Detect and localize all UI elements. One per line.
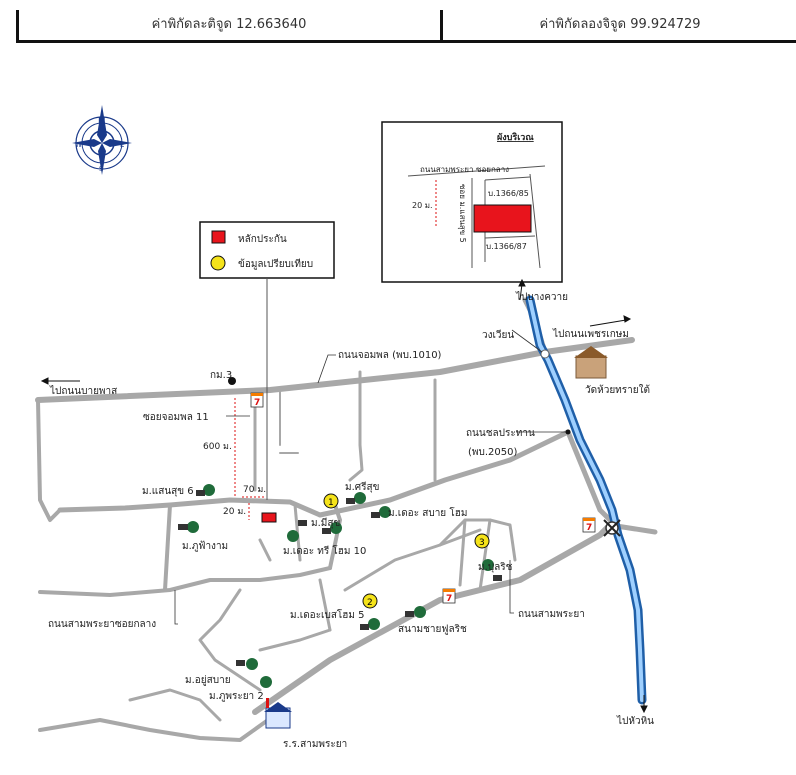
inset-site-plan: ผังบริเวณ ถนนสามพระยา ซอยกลาง บ.1366/85 … [381, 121, 563, 283]
header-divider [440, 10, 443, 40]
legend-comparison: ข้อมูลเปรียบเทียบ [238, 258, 313, 270]
label-temple: วัดห้วยทรายใต้ [585, 384, 650, 396]
seven-eleven-icon: 7 [250, 392, 264, 408]
label-to-bypass: ไปถนนบายพาส [49, 385, 117, 397]
label-khamphrasaya-lane: ถนนสามพระยาซอยกลาง [48, 619, 156, 630]
label-to-hua-hin: ไปหัวหิน [616, 715, 654, 727]
road-chomphon [35, 337, 635, 403]
label-school: ร.ร.สามพระยา [283, 739, 347, 750]
label-khamphrasaya-road: ถนนสามพระยา [518, 609, 585, 620]
temple-icon [574, 346, 608, 379]
collateral-marker [261, 512, 277, 523]
road-chonprathan [317, 429, 571, 518]
label-the-home10: ม.เดอะ ทรี โฮม 10 [283, 544, 366, 557]
label-dist-20: 20 ม. [223, 507, 246, 517]
direction-arrows [40, 278, 648, 714]
label-srisuk: ม.ศรีสุข [345, 481, 379, 493]
roundabout-icon [540, 349, 621, 537]
school-icon [264, 698, 292, 729]
label-chomphon-road: ถนนจอมพล (พบ.1010) [338, 350, 442, 361]
latitude-text: ค่าพิกัดละติจูด 12.663640 [151, 17, 307, 32]
label-suan: สนามชายฟูลริช [398, 624, 467, 635]
tree-icon [196, 484, 215, 496]
seven-eleven-icon-2: 7 [442, 588, 456, 604]
tree-icon [482, 559, 502, 581]
label-chonprathan: ถนนชลประทาน [466, 428, 535, 439]
inset-title: ผังบริเวณ [497, 132, 534, 143]
label-fullrich: ม.ปุลริช [478, 562, 513, 573]
tree-icon [322, 522, 342, 534]
comparison-marker-3: 3 [474, 533, 490, 549]
label-to-phetkasem: ไปถนนเพชรเกษม [552, 328, 629, 340]
label-roundabout: วงเวียน [482, 329, 514, 341]
label-phuphrasaya2: ม.ภูพระยา 2 [209, 691, 264, 702]
road-network [35, 297, 658, 742]
svg-text:2: 2 [367, 598, 373, 608]
label-phufah: ม.ภูฟ้างาม [182, 540, 228, 552]
map-labels: ไปบางควาย วงเวียน ไปถนนเพชรเกษม วัดห้วยท… [48, 291, 654, 750]
label-chonprathan-code: (พบ.2050) [468, 447, 517, 458]
label-the-home5: ม.เดอะเบสโฮม 5 [290, 608, 365, 621]
inset-lot-top: บ.1366/85 [488, 189, 529, 198]
inset-distance: 20 ม. [412, 201, 433, 210]
tree-icon [371, 506, 391, 518]
label-soi-chomphon: ซอยจอมพล 11 [143, 412, 209, 423]
comparison-marker-1: 1 [323, 493, 339, 509]
compass-n: N [98, 116, 106, 126]
label-dist-600: 600 ม. [203, 442, 232, 452]
svg-text:7: 7 [446, 594, 452, 604]
label-the-sabai: ม.เดอะ สบาย โฮม [388, 506, 467, 519]
compass-e: E [120, 141, 124, 149]
svg-text:1: 1 [328, 498, 334, 508]
inset-collateral [473, 204, 532, 233]
svg-text:3: 3 [479, 538, 485, 548]
tree-icon [178, 521, 199, 533]
label-dist-70: 70 ม. [243, 485, 266, 495]
tree-icon [236, 658, 258, 670]
tree-icon [346, 492, 366, 504]
tree-icon [260, 676, 272, 688]
compass-w: W [75, 141, 82, 149]
label-km3: กม.3 [210, 370, 232, 381]
comparison-marker-2: 2 [362, 593, 378, 609]
km-marker-dot [228, 377, 236, 385]
legend: หลักประกัน ข้อมูลเปรียบเทียบ [199, 221, 335, 500]
collateral-swatch [211, 230, 226, 244]
label-saensuk6: ม.แสนสุข 6 [142, 486, 194, 497]
village-icons [178, 484, 502, 688]
label-yusabai: ม.อยู่สบาย [185, 675, 231, 686]
longitude-text: ค่าพิกัดลองจิจูด 99.924729 [539, 17, 701, 32]
comparison-swatch [210, 255, 226, 271]
legend-collateral: หลักประกัน [238, 234, 287, 245]
inset-lot-bottom: บ.1366/87 [486, 242, 527, 251]
compass-s: S [99, 165, 104, 173]
distance-markers [234, 398, 266, 520]
tree-icon [287, 520, 307, 542]
svg-text:7: 7 [586, 523, 592, 533]
tree-icon [405, 606, 426, 618]
inset-road-top: ถนนสามพระยา ซอยกลาง [420, 165, 509, 174]
tree-icon [360, 618, 380, 630]
seven-eleven-icon-3: 7 [582, 517, 596, 533]
label-misuk: ม.มีสุข [311, 517, 340, 529]
inset-soi: ซอย ม.แสนสุข 5 [458, 184, 467, 243]
leader-lines [174, 329, 568, 625]
coordinates-bar: ค่าพิกัดละติจูด 12.663640 ค่าพิกัดลองจิจ… [16, 10, 796, 43]
label-to-nong-khwai: ไปบางควาย [515, 291, 568, 303]
compass-icon: N S E W [72, 105, 132, 175]
svg-text:7: 7 [254, 398, 260, 408]
